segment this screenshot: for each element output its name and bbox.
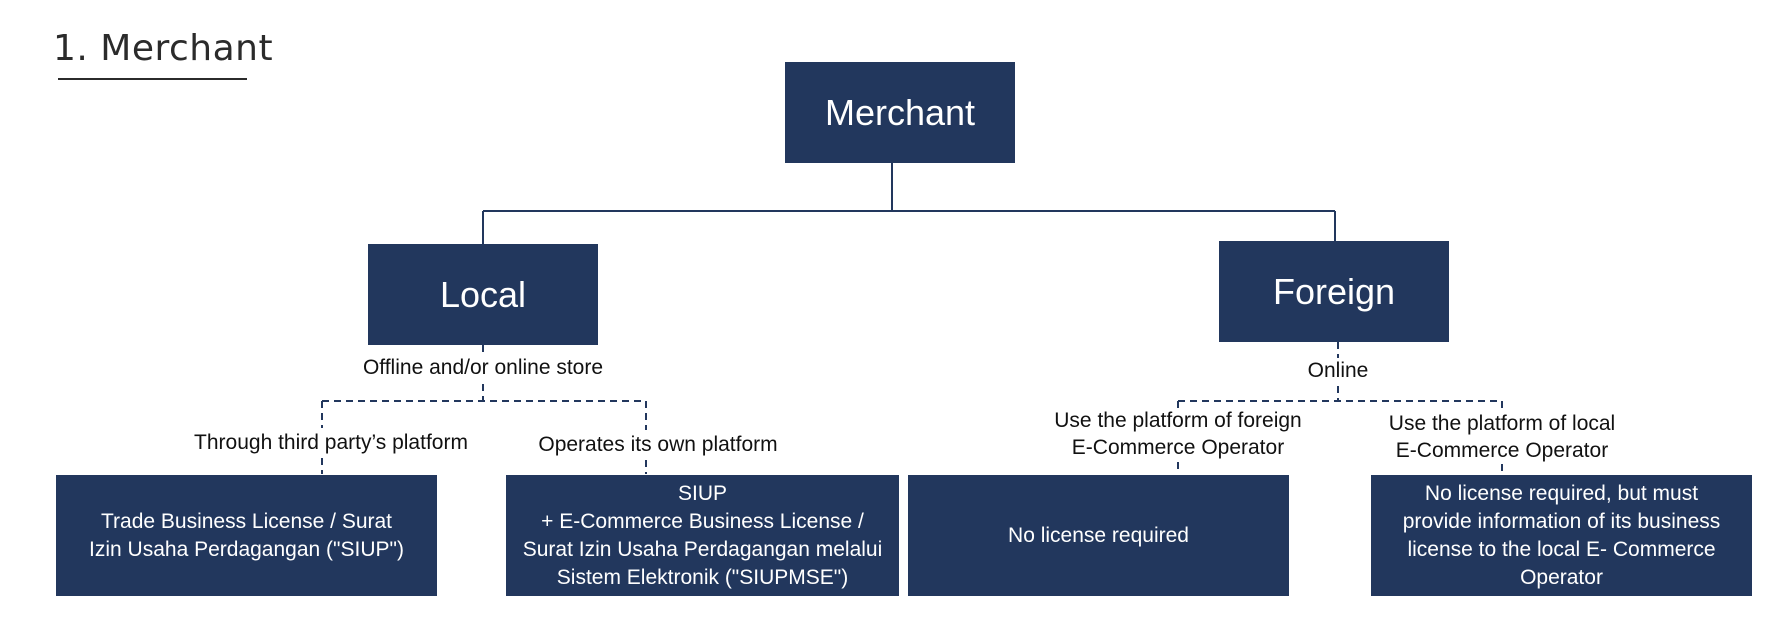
local-channel-label: Offline and/or online store	[362, 356, 604, 379]
local-platform-label: Use the platform of local E-Commerce Ope…	[1388, 412, 1616, 462]
foreign-channel-label: Online	[1307, 359, 1369, 382]
foreign-node: Foreign	[1219, 241, 1449, 342]
heading-underline	[58, 78, 247, 80]
siupmse-license-box: SIUP + E-Commerce Business License / Sur…	[506, 475, 899, 596]
merchant-node: Merchant	[785, 62, 1015, 163]
siup-license-box: Trade Business License / Surat Izin Usah…	[56, 475, 437, 596]
third-party-label: Through third party’s platform	[194, 431, 468, 454]
section-heading: 1. Merchant	[53, 28, 274, 69]
foreign-platform-label: Use the platform of foreign E-Commerce O…	[1054, 409, 1302, 459]
info-required-box: No license required, but must provide in…	[1371, 475, 1752, 596]
no-license-box: No license required	[908, 475, 1289, 596]
own-platform-label: Operates its own platform	[538, 433, 778, 456]
local-node: Local	[368, 244, 598, 345]
